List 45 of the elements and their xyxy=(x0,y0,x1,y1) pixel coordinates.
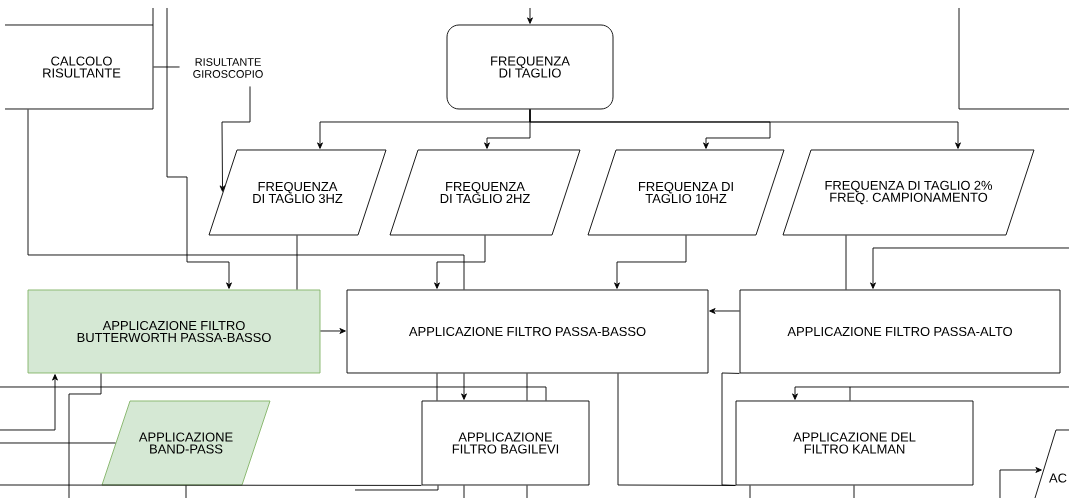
connector-line xyxy=(526,373,528,401)
arrow xyxy=(527,7,533,24)
arrow xyxy=(529,109,961,149)
arrow xyxy=(792,386,1069,400)
text-label: RISULTANTE GIROSCOPIO xyxy=(193,58,263,78)
connector-line xyxy=(436,373,438,401)
data-parallelogram: FREQUENZA DI TAGLIO 2% FREQ. CAMPIONAMENTO xyxy=(782,149,1035,236)
connector-line xyxy=(185,485,187,498)
data-parallelogram: AC xyxy=(1034,429,1069,498)
process-box: APPLICAZIONE FILTRO PASSA-BASSO xyxy=(346,289,709,374)
connector-line xyxy=(354,485,439,491)
process-box: APPLICAZIONE FILTRO BAGILEVI xyxy=(421,400,590,486)
connector-line xyxy=(296,235,298,290)
connector-line xyxy=(153,66,180,68)
arrow xyxy=(614,235,687,289)
arrow xyxy=(219,86,251,192)
connector-line xyxy=(849,386,851,401)
connector-line xyxy=(845,235,847,290)
rounded-box: FREQUENZA DI TAGLIO xyxy=(446,24,614,110)
connector-line xyxy=(0,386,547,401)
data-parallelogram: FREQUENZA DI TAGLIO 2HZ xyxy=(389,149,581,236)
data-parallelogram: FREQUENZA DI TAGLIO 10HZ xyxy=(587,149,785,236)
process-box: APPLICAZIONE FILTRO BUTTERWORTH PASSA-BASSO xyxy=(27,289,321,374)
connector-line xyxy=(749,485,751,498)
arrow xyxy=(320,328,346,334)
data-parallelogram: FREQUENZA DI TAGLIO 3HZ xyxy=(208,149,387,236)
arrow xyxy=(0,374,58,431)
process-box: APPLICAZIONE DEL FILTRO KALMAN xyxy=(735,400,974,486)
connector-line xyxy=(526,485,528,498)
arrow xyxy=(434,235,486,289)
data-parallelogram: APPLICAZIONE BAND-PASS xyxy=(101,400,271,486)
connector-line xyxy=(0,484,422,486)
arrow xyxy=(709,308,740,314)
connector-line xyxy=(27,109,465,290)
connector-line xyxy=(463,485,465,498)
process-box: CALCOLO RISULTANTE xyxy=(4,7,154,110)
process-box: APPLICAZIONE FILTRO PASSA-ALTO xyxy=(739,289,1061,374)
arrow xyxy=(999,467,1042,498)
connector-line xyxy=(721,372,740,486)
arrow xyxy=(166,7,232,289)
connector-line xyxy=(853,485,855,498)
arrow xyxy=(461,373,467,400)
connector-line xyxy=(0,442,116,444)
arrow xyxy=(870,247,1069,289)
connector-line xyxy=(68,373,102,498)
